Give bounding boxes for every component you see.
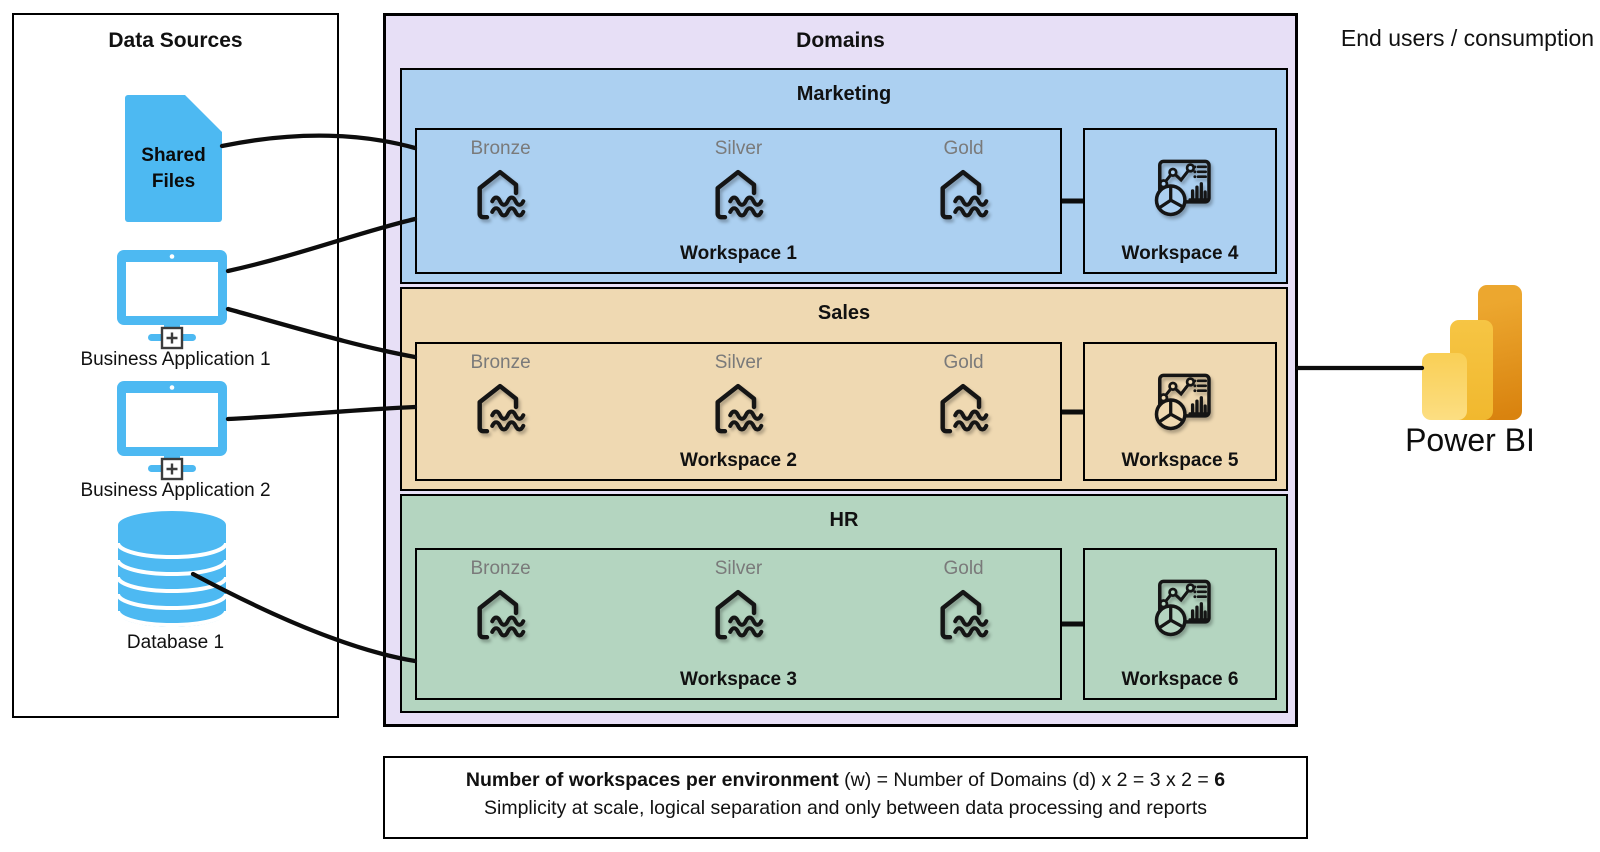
layer-label: Gold <box>943 138 984 159</box>
note-line1-result: 6 <box>1214 769 1226 791</box>
report-dashboard-icon <box>1142 571 1218 641</box>
workspace-4-box: Workspace 4 <box>1083 128 1277 274</box>
workspace-2-box: Bronze Silver Gold Workspace 2 <box>415 342 1062 481</box>
domain-band-marketing: Marketing Bronze Silver Gold Workspace 1 <box>400 68 1288 284</box>
lakehouse-icon <box>470 581 532 643</box>
business-application-2-label: Business Application 2 <box>80 480 271 501</box>
report-dashboard-icon <box>1142 151 1218 221</box>
layer-bronze: Bronze <box>470 138 532 228</box>
domain-name: Marketing <box>796 83 892 105</box>
layer-gold: Gold <box>933 138 995 228</box>
power-bi-label: Power BI <box>1405 422 1535 458</box>
layer-label: Bronze <box>470 352 531 373</box>
note-line-2: Simplicity at scale, logical separation … <box>484 796 1207 819</box>
layer-silver: Silver <box>708 558 770 648</box>
workspace-3-box: Bronze Silver Gold Workspace 3 <box>415 548 1062 700</box>
power-bi-bar-short <box>1422 353 1467 420</box>
note-box: Number of workspaces per environment (w)… <box>383 756 1308 839</box>
data-sources-title: Data Sources <box>108 29 243 52</box>
lakehouse-icon <box>470 375 532 437</box>
workspace-6-box: Workspace 6 <box>1083 548 1277 700</box>
layer-label: Silver <box>714 558 763 579</box>
report-dashboard-icon <box>1142 365 1218 435</box>
layer-label: Gold <box>943 352 984 373</box>
monitor-icon <box>117 381 227 483</box>
note-text: Number of workspaces per environment (w)… <box>385 767 1306 822</box>
lakehouse-icon <box>708 375 770 437</box>
layer-gold: Gold <box>933 352 995 442</box>
workspace-name: Workspace 1 <box>680 243 797 264</box>
lakehouse-icon <box>933 161 995 223</box>
domain-band-hr: HR Bronze Silver Gold Workspace 3 Wor <box>400 494 1288 713</box>
database-icon <box>117 510 227 628</box>
domain-name: Sales <box>817 302 871 324</box>
workspace-name: Workspace 2 <box>680 450 797 471</box>
layer-bronze: Bronze <box>470 558 532 648</box>
lakehouse-icon <box>933 581 995 643</box>
layer-silver: Silver <box>708 138 770 228</box>
shared-files-label: Shared Files <box>141 145 206 192</box>
business-application-1-label: Business Application 1 <box>80 349 271 370</box>
domains-panel: Domains Marketing Bronze Silver Gold Wor… <box>383 13 1298 727</box>
lakehouse-icon <box>708 161 770 223</box>
lakehouse-icon <box>933 375 995 437</box>
domain-name: HR <box>829 509 859 531</box>
data-sources-panel: Data Sources Shared Files Business Appli… <box>12 13 339 718</box>
end-users-heading: End users / consumption <box>1340 25 1595 51</box>
layer-label: Silver <box>714 138 763 159</box>
note-line1-mid: (w) = Number of Domains (d) x 2 = 3 x 2 … <box>838 769 1215 791</box>
domain-band-sales: Sales Bronze Silver Gold Workspace 2 <box>400 287 1288 491</box>
workspace-name: Workspace 3 <box>680 669 797 690</box>
lakehouse-icon <box>708 581 770 643</box>
layer-silver: Silver <box>708 352 770 442</box>
workspace-name: Workspace 4 <box>1121 243 1239 264</box>
workspace-name: Workspace 6 <box>1121 669 1239 690</box>
database-1-label: Database 1 <box>126 632 225 653</box>
lakehouse-icon <box>470 161 532 223</box>
layer-label: Gold <box>943 558 984 579</box>
workspace-1-box: Bronze Silver Gold Workspace 1 <box>415 128 1062 274</box>
layer-label: Bronze <box>470 138 531 159</box>
layer-gold: Gold <box>933 558 995 648</box>
layer-label: Silver <box>714 352 763 373</box>
domains-title: Domains <box>796 29 885 52</box>
workspace-5-box: Workspace 5 <box>1083 342 1277 481</box>
monitor-icon <box>117 250 227 352</box>
workspace-name: Workspace 5 <box>1121 450 1239 471</box>
layer-bronze: Bronze <box>470 352 532 442</box>
note-line-1: Number of workspaces per environment (w)… <box>385 767 1306 795</box>
note-line1-bold: Number of workspaces per environment <box>465 769 839 791</box>
layer-label: Bronze <box>470 558 531 579</box>
